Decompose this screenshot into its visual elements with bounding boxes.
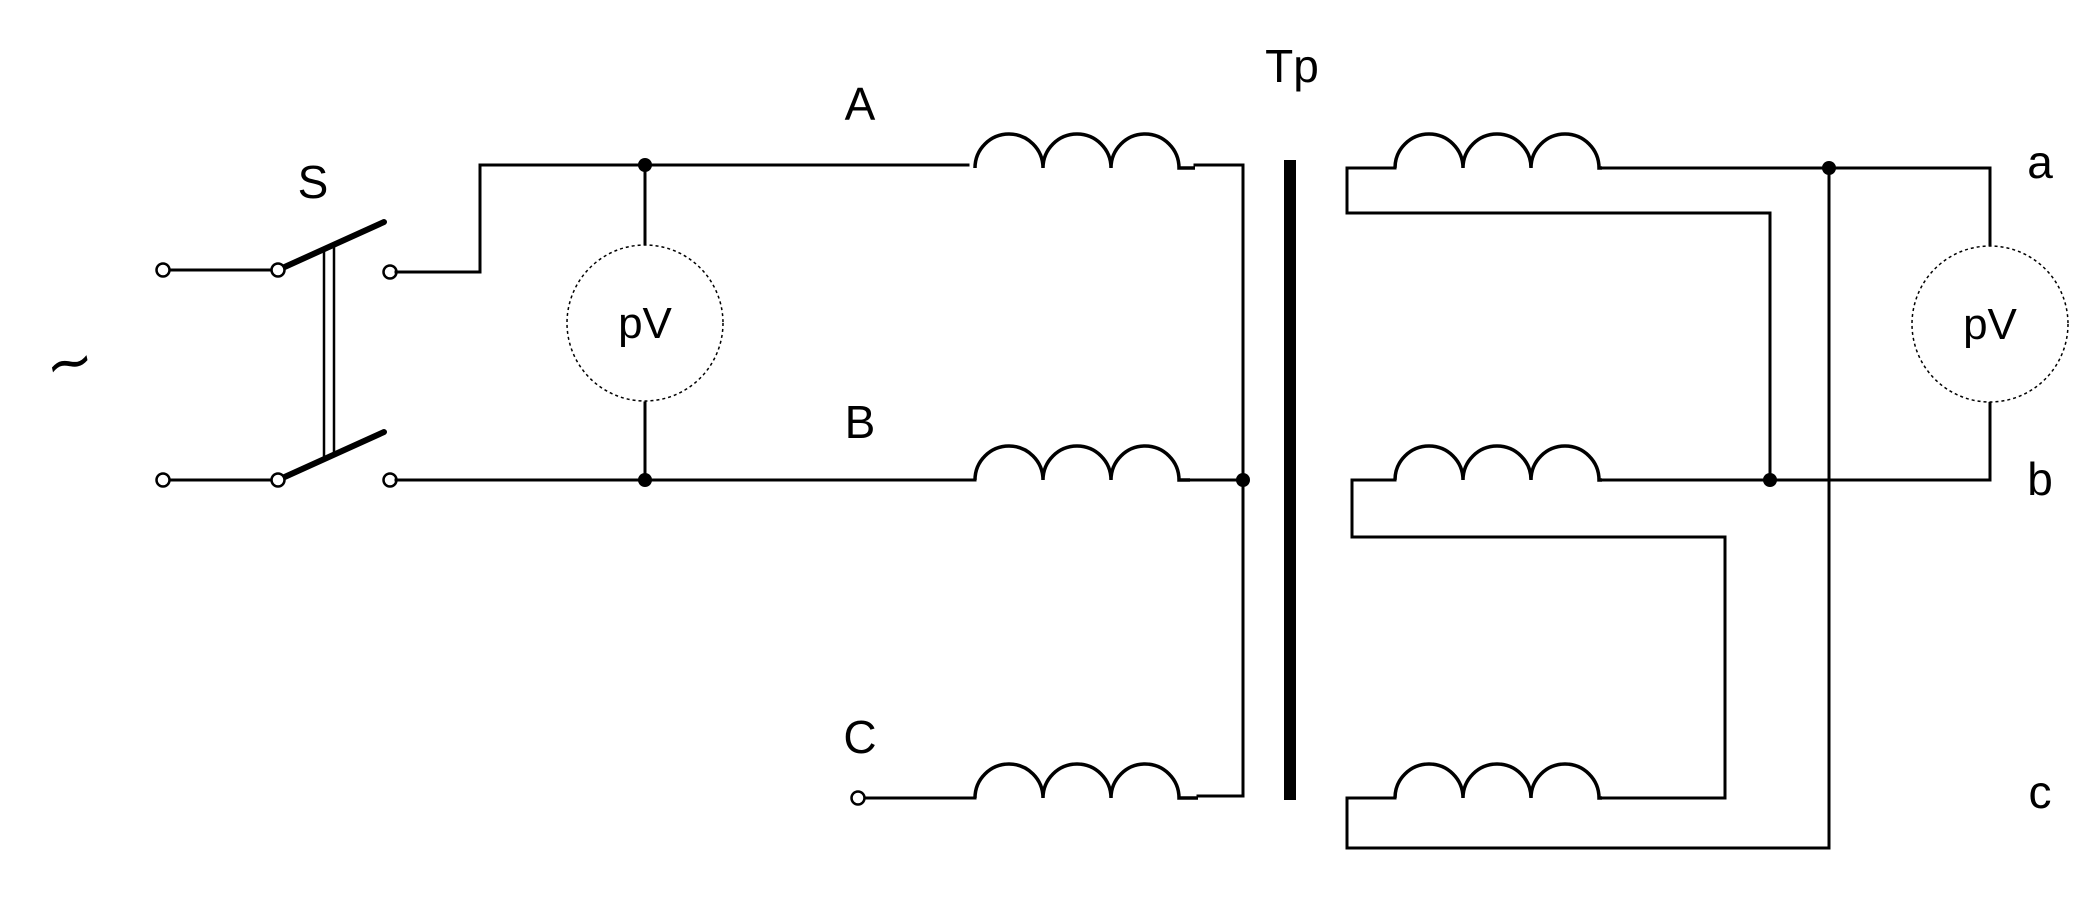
secondary-windings bbox=[1393, 132, 1602, 800]
switch-blade-top bbox=[275, 219, 387, 273]
secondary-label-c: c bbox=[2029, 766, 2052, 818]
transformer-label: Tp bbox=[1265, 40, 1319, 92]
primary-label-a: A bbox=[845, 78, 876, 130]
switch-label: S bbox=[298, 156, 329, 208]
input-terminal-bottom bbox=[155, 472, 171, 488]
primary-label-b: B bbox=[845, 396, 876, 448]
secondary-node-a bbox=[1822, 161, 1836, 175]
secondary-label-a: a bbox=[2027, 136, 2053, 188]
switch-blade-bottom bbox=[275, 429, 387, 483]
secondary-voltmeter-label: pV bbox=[1963, 300, 2017, 349]
secondary-voltmeter: pV bbox=[1911, 245, 2069, 403]
input-terminal-top bbox=[155, 262, 171, 278]
primary-winding-b bbox=[973, 444, 1190, 482]
switch-s bbox=[270, 219, 398, 488]
ac-source-symbol: ~ bbox=[39, 324, 101, 401]
primary-label-c: C bbox=[843, 711, 876, 763]
secondary-winding-a bbox=[1393, 132, 1602, 170]
input-terminals bbox=[155, 262, 277, 488]
primary-winding-c bbox=[973, 762, 1198, 800]
primary-windings bbox=[973, 132, 1198, 800]
secondary-label-b: b bbox=[2027, 453, 2053, 505]
primary-voltmeter: pV bbox=[566, 244, 724, 402]
primary-voltmeter-label: pV bbox=[618, 299, 672, 348]
primary-winding-a bbox=[973, 132, 1195, 170]
secondary-winding-b bbox=[1393, 444, 1602, 482]
secondary-winding-c bbox=[1393, 762, 1602, 800]
terminal-c bbox=[850, 790, 866, 806]
secondary-node-b bbox=[1763, 473, 1777, 487]
secondary-wiring bbox=[1345, 161, 1992, 850]
primary-neutral-node bbox=[1236, 473, 1250, 487]
primary-wiring bbox=[394, 158, 1250, 806]
